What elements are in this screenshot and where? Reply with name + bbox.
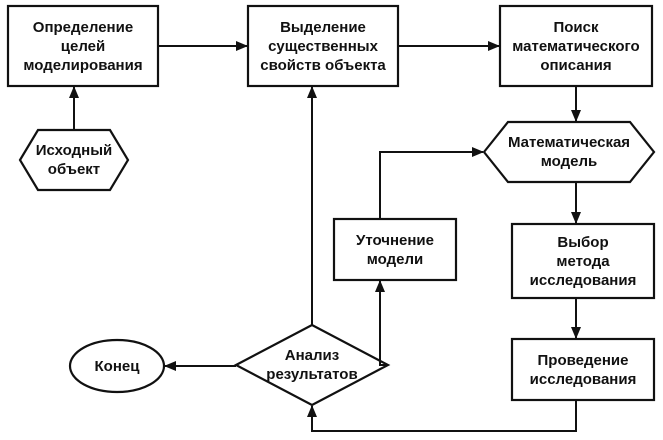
math-model-label: Математическая модель bbox=[507, 134, 631, 170]
arrow-refinement-to-model bbox=[379, 147, 484, 219]
method-box bbox=[510, 222, 656, 300]
search-box bbox=[498, 4, 654, 88]
refinement-label: Уточнение модели bbox=[355, 231, 434, 268]
math-model-hexagon bbox=[482, 120, 656, 184]
analysis-label: Анализ результатов bbox=[266, 347, 358, 383]
research-box bbox=[510, 337, 656, 402]
arrow-research-to-analysis bbox=[307, 400, 577, 432]
method-label: Выбор метода исследования bbox=[529, 233, 637, 289]
goals-label: Определение целей моделирования bbox=[23, 18, 143, 74]
end-label: Конец bbox=[94, 357, 140, 375]
arrow-analysis-to-refinement bbox=[375, 280, 388, 366]
refinement-box bbox=[332, 217, 458, 282]
search-label: Поиск математического описания bbox=[512, 18, 640, 74]
goals-box bbox=[6, 4, 160, 88]
properties-label: Выделение существенных свойств объекта bbox=[260, 18, 386, 74]
research-label: Проведение исследования bbox=[529, 351, 637, 388]
properties-box bbox=[246, 4, 400, 88]
source-object-label: Исходный объект bbox=[35, 142, 113, 178]
source-object-hexagon bbox=[18, 128, 130, 192]
